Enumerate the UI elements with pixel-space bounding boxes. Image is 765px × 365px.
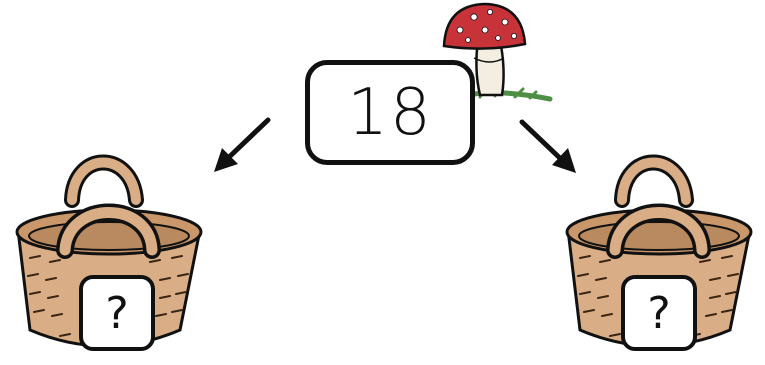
total-number-box: 18 xyxy=(305,60,475,165)
right-unknown-box: ? xyxy=(621,275,697,351)
left-unknown-box: ? xyxy=(79,275,155,351)
arrow-left-down-icon xyxy=(214,117,271,172)
mushroom-icon xyxy=(442,2,553,102)
arrow-right-down-icon xyxy=(519,119,576,173)
